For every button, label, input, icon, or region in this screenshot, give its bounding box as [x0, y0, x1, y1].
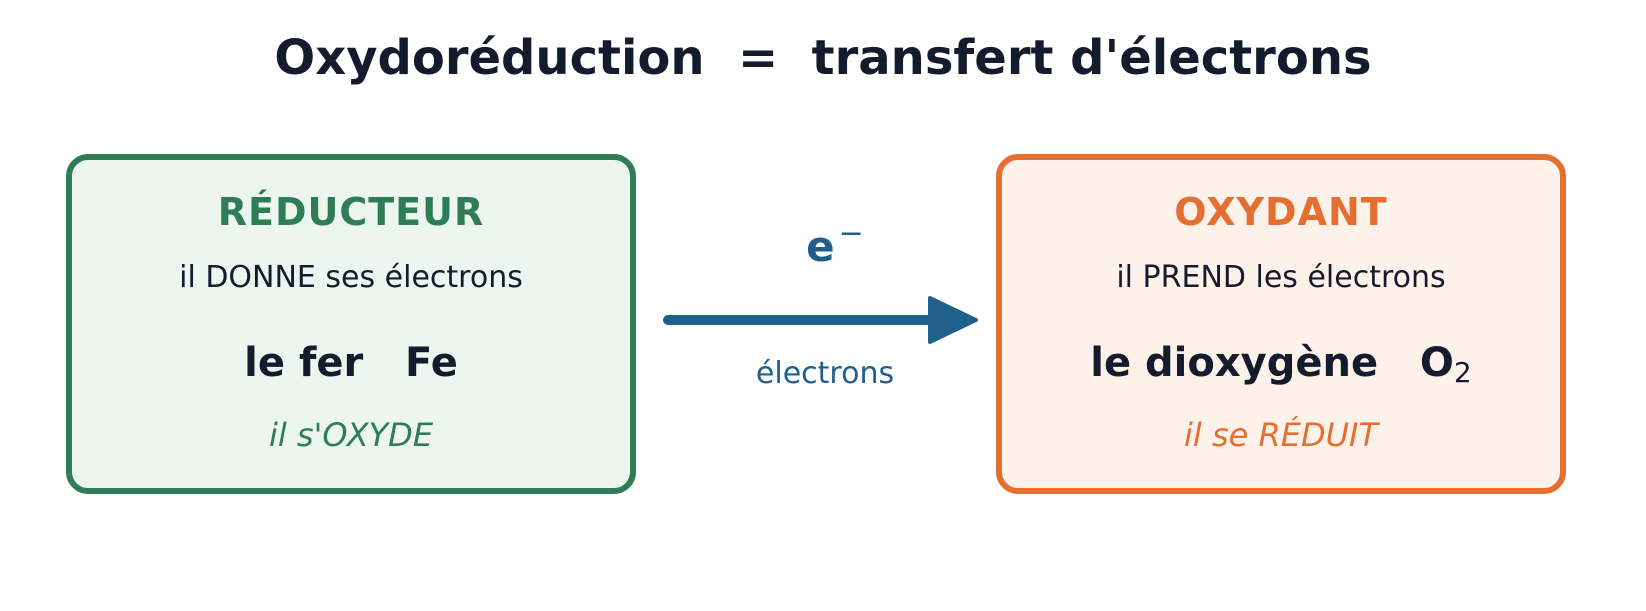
oxidant-role: OXYDANT [1174, 190, 1388, 234]
oxidant-formula-main: O [1419, 340, 1454, 386]
reducer-substance-name: le fer [244, 340, 364, 386]
electron-charge: − [838, 216, 864, 251]
transfer-arrow-head [928, 296, 978, 344]
reducer-state: il s'OXYDE [268, 416, 434, 454]
oxidant-description: il PREND les électrons [1116, 260, 1446, 295]
electron-symbol: e− [760, 216, 910, 271]
reducer-description: il DONNE ses électrons [179, 260, 523, 295]
reducer-formula: Fe [404, 340, 458, 386]
oxidant-substance-name: le dioxygène [1090, 340, 1379, 386]
electron-label: électrons [755, 356, 895, 391]
oxidant-substance: le dioxygène O2 [1002, 340, 1560, 389]
reducer-box: RÉDUCTEUR il DONNE ses électrons le fer … [66, 154, 636, 494]
oxidant-box: OXYDANT il PREND les électrons le dioxyg… [996, 154, 1566, 494]
reducer-substance: le fer Fe [72, 340, 630, 386]
reducer-role: RÉDUCTEUR [217, 190, 485, 234]
electron-letter: e [806, 222, 835, 271]
oxidant-formula-subscript: 2 [1453, 356, 1472, 389]
transfer-arrow [663, 296, 978, 344]
diagram-title: Oxydoréduction = transfert d'électrons [274, 30, 1372, 86]
oxidant-formula: O2 [1419, 340, 1472, 389]
oxidant-state: il se RÉDUIT [1184, 416, 1378, 454]
